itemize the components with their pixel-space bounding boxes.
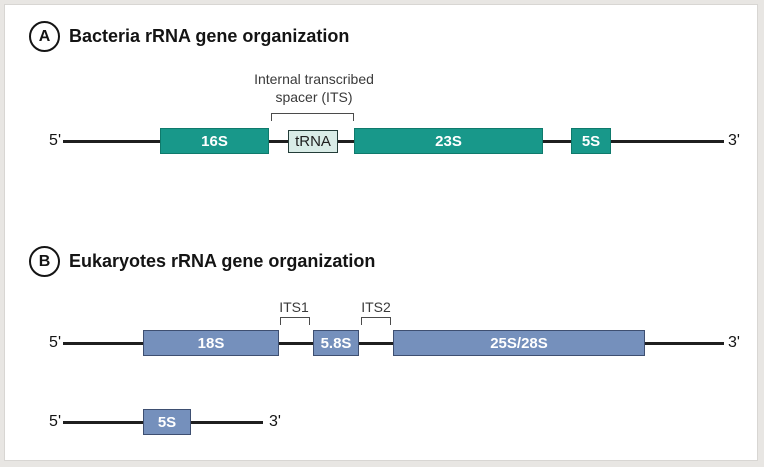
gene-box-18s: 18S — [143, 330, 279, 356]
panel-a-title: Bacteria rRNA gene organization — [69, 26, 350, 46]
gene-box-23s-label: 23S — [435, 132, 462, 150]
gene-box-5s-eukaryote: 5S — [143, 409, 191, 435]
its1-bracket — [280, 317, 310, 325]
panel-a-three-prime-label: 3' — [728, 132, 740, 149]
gene-box-5s-eukaryote-label: 5S — [157, 413, 177, 431]
its2-bracket — [361, 317, 391, 325]
panel-b-badge-letter: B — [38, 252, 51, 270]
gene-box-trna-label: tRNA — [295, 133, 331, 150]
gene-box-16s: 16S — [160, 128, 269, 154]
panel-a-five-prime-label: 5' — [49, 132, 61, 149]
its-label-line2: spacer (ITS) — [275, 89, 353, 105]
its2-label: ITS2 — [361, 299, 391, 315]
its-label-line1: Internal transcribed — [254, 71, 374, 87]
panel-b-badge: B — [29, 246, 60, 277]
panel-b-title: Eukaryotes rRNA gene organization — [69, 251, 376, 271]
gene-box-23s: 23S — [354, 128, 543, 154]
panel-b-track1-three-prime-label: 3' — [728, 334, 740, 351]
gene-box-5s-bacteria-label: 5S — [581, 132, 601, 150]
gene-box-5-8s: 5.8S — [313, 330, 359, 356]
gene-box-18s-label: 18S — [197, 334, 225, 352]
gene-box-25s-28s: 25S/28S — [393, 330, 645, 356]
panel-b-track1-five-prime-label: 5' — [49, 334, 61, 351]
gene-box-5-8s-label: 5.8S — [320, 334, 352, 352]
diagram-canvas: A Bacteria rRNA gene organization Intern… — [4, 4, 758, 461]
gene-box-5s-bacteria: 5S — [571, 128, 611, 154]
panel-a-badge-letter: A — [38, 27, 51, 45]
gene-box-16s-label: 16S — [201, 132, 228, 150]
its1-label: ITS1 — [279, 299, 309, 315]
panel-a-its-bracket — [271, 113, 354, 121]
panel-a-badge: A — [29, 21, 60, 52]
panel-a-its-label: Internal transcribed spacer (ITS) — [234, 70, 394, 106]
panel-b-track2-three-prime-label: 3' — [269, 413, 281, 430]
panel-b-track2-five-prime-label: 5' — [49, 413, 61, 430]
gene-box-25s-28s-label: 25S/28S — [490, 334, 548, 352]
gene-box-trna: tRNA — [288, 130, 338, 153]
